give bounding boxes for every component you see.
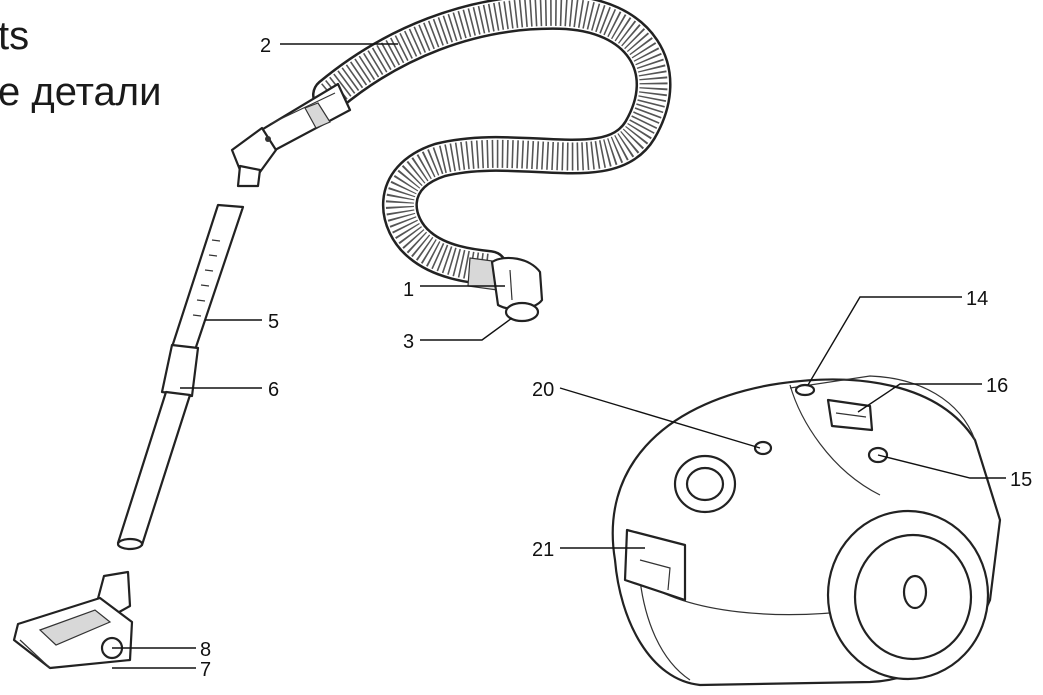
hose (312, 0, 672, 286)
callout-8: 8 (200, 639, 211, 661)
leader-lines (112, 43, 1006, 669)
callout-21: 21 (532, 539, 554, 561)
callout-20: 20 (532, 379, 554, 401)
callout-14: 14 (966, 288, 988, 310)
callout-5: 5 (268, 311, 279, 333)
heading-line-2: е детали (0, 70, 162, 114)
callout-2: 2 (260, 35, 271, 57)
callout-3: 3 (403, 331, 414, 353)
callout-labels: 1 2 3 5 6 8 7 14 16 15 20 21 (200, 35, 1032, 681)
callout-6: 6 (268, 379, 279, 401)
floor-nozzle (12, 570, 134, 670)
vacuum-body (611, 375, 1002, 687)
callout-16: 16 (986, 375, 1008, 397)
callout-7: 7 (200, 659, 211, 681)
callout-1: 1 (403, 279, 414, 301)
hose-connector (467, 256, 544, 323)
heading-line-1: ts (0, 14, 30, 58)
callout-15: 15 (1010, 469, 1032, 491)
hose-handle (230, 82, 352, 188)
telescopic-tube (116, 203, 245, 551)
